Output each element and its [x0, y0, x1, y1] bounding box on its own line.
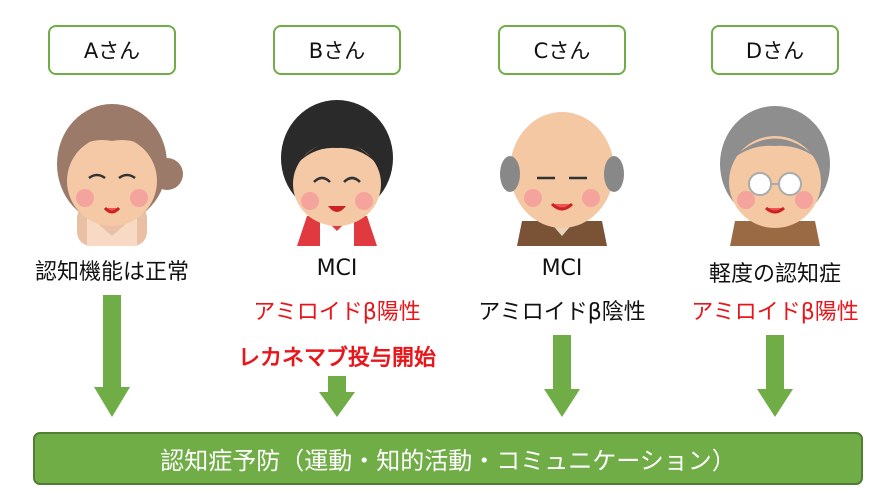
person-c-column: Cさん MCI アミロイドβ陰性	[462, 0, 662, 430]
person-b-treatment: レカネマブ投与開始	[237, 346, 436, 371]
person-b-name-box: Bさん	[273, 25, 401, 75]
person-d-name-box: Dさん	[711, 25, 839, 75]
person-b-amyloid-status: アミロイドβ陽性	[253, 300, 421, 325]
person-d-diagnosis: 軽度の認知症	[708, 262, 841, 287]
person-c-name-box: Cさん	[498, 25, 626, 75]
person-a-name-box: Aさん	[48, 25, 176, 75]
dementia-prevention-banner: 認知症予防（運動・知的活動・コミュニケーション）	[33, 432, 863, 485]
person-a-column: Aさん 認知機能は正常	[12, 0, 212, 430]
person-d-column: Dさん 軽度の認知症 アミロイドβ陽性	[675, 0, 875, 430]
person-d-amyloid-status: アミロイドβ陽性	[691, 300, 859, 325]
person-c-amyloid-status: アミロイドβ陰性	[478, 300, 646, 325]
down-arrow-icon	[757, 335, 793, 417]
elderly-man-d-icon	[720, 106, 830, 246]
elderly-woman-b-icon	[281, 100, 393, 246]
down-arrow-icon	[319, 376, 355, 417]
elderly-man-c-icon	[500, 112, 624, 246]
person-c-diagnosis: MCI	[541, 256, 583, 281]
person-a-status: 認知機能は正常	[34, 260, 189, 285]
down-arrow-icon	[94, 295, 130, 417]
down-arrow-icon	[544, 335, 580, 417]
person-b-column: Bさん MCI アミロイドβ陽性 レカネマブ投与開始	[237, 0, 437, 430]
person-b-diagnosis: MCI	[316, 256, 358, 281]
elderly-woman-a-icon	[57, 104, 183, 246]
